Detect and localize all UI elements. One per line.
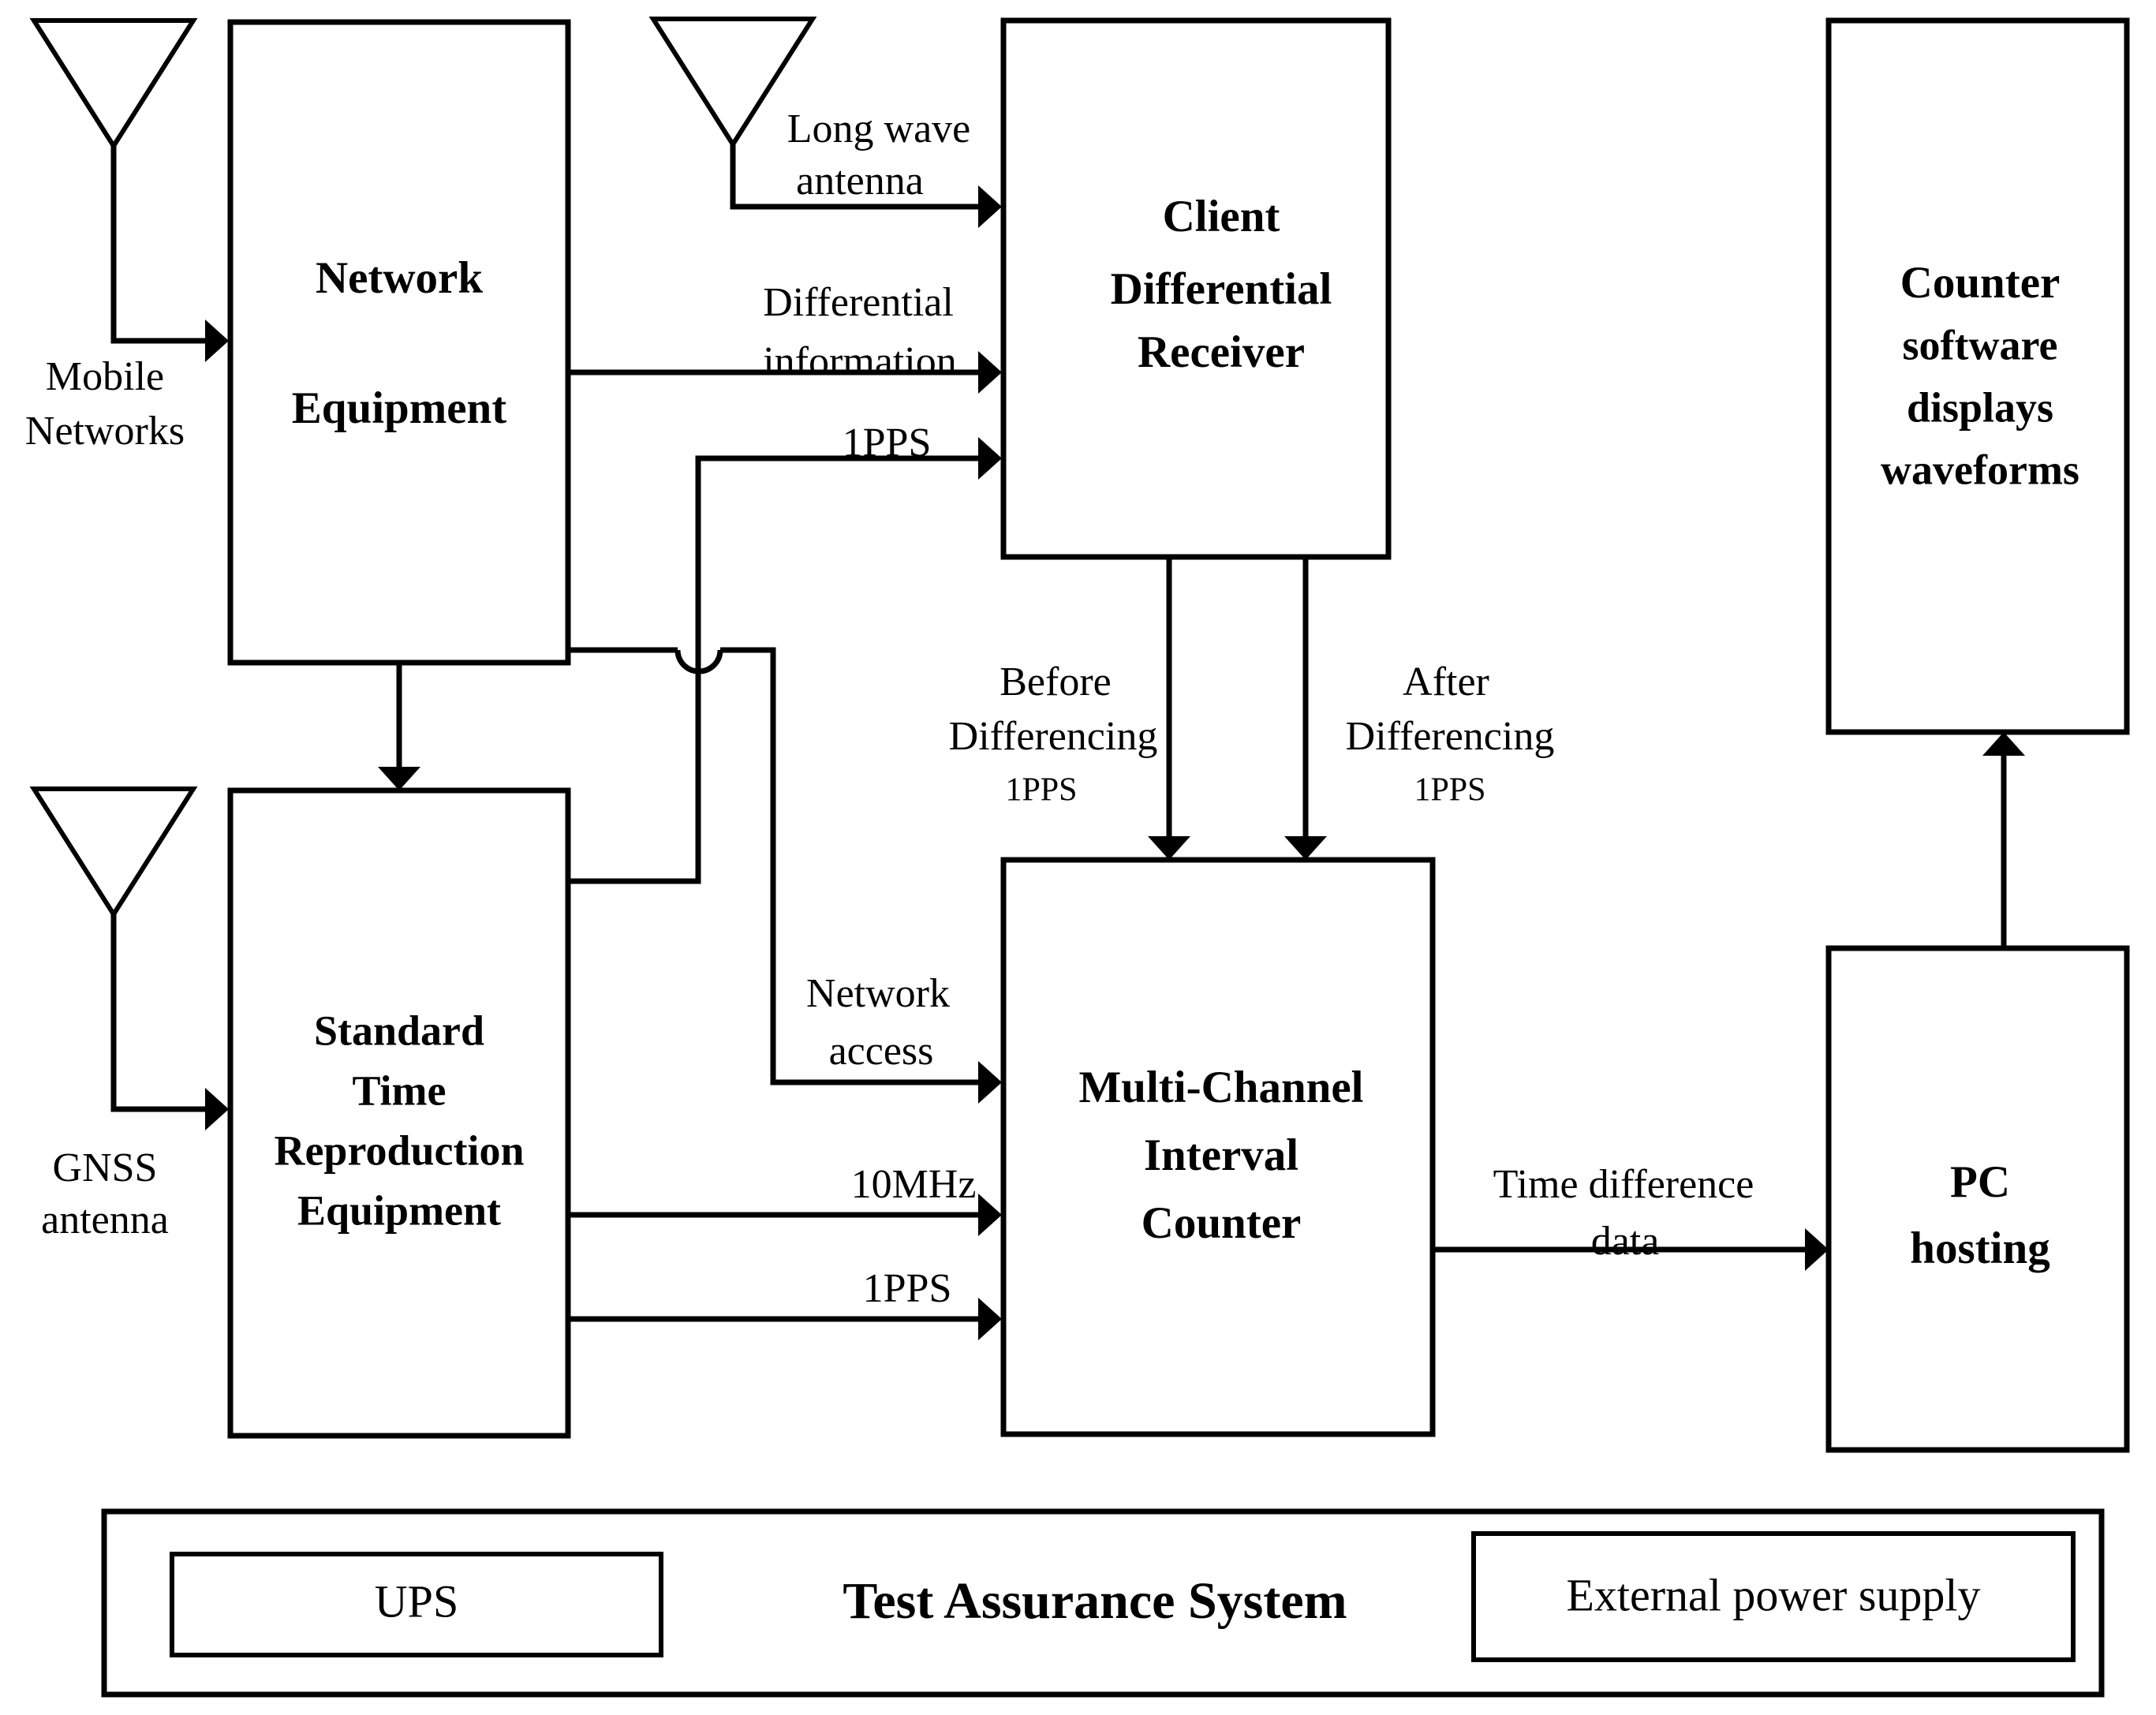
- block-pc-hosting-line2: hosting: [1910, 1224, 2050, 1273]
- block-counter-software-line4: waveforms: [1881, 446, 2079, 493]
- edge-label-network-access-line2: access: [829, 1029, 934, 1074]
- block-standard-time-line2: Time: [353, 1067, 447, 1114]
- gnss-antenna-label-line1: GNSS: [53, 1145, 158, 1190]
- edge-1pps-bottom: [568, 1298, 1002, 1340]
- edge-label-time-difference-data-line2: data: [1591, 1219, 1660, 1264]
- block-network-equipment-line1: Network: [316, 253, 483, 303]
- block-client-differential-receiver-line1: Client: [1163, 192, 1280, 241]
- block-multi-channel-counter-line1: Multi-Channel: [1078, 1063, 1363, 1112]
- block-counter-software-line2: software: [1903, 321, 2058, 368]
- gnss-antenna-label-line2: antenna: [41, 1198, 169, 1242]
- edge-label-before-differencing-line3: 1PPS: [1005, 772, 1077, 809]
- block-client-differential-receiver[interactable]: [1000, 17, 1392, 560]
- block-standard-time-line4: Equipment: [297, 1186, 501, 1234]
- block-standard-time-line1: Standard: [314, 1007, 484, 1054]
- edge-label-10mhz: 10MHz: [851, 1162, 977, 1207]
- edge-10mhz: [568, 1194, 1002, 1236]
- edge-label-differential-information-line2: information: [763, 339, 957, 384]
- long-wave-antenna-label-line1: Long wave: [787, 106, 970, 151]
- block-pc-hosting[interactable]: [1825, 945, 2130, 1453]
- ups-label: UPS: [375, 1575, 458, 1627]
- block-client-differential-receiver-line2: Differential: [1111, 264, 1332, 314]
- edge-label-after-differencing-line3: 1PPS: [1414, 772, 1485, 809]
- edge-before-differencing: [1148, 557, 1190, 860]
- block-network-equipment[interactable]: [227, 19, 571, 666]
- long-wave-antenna-icon: [648, 17, 1002, 228]
- edge-label-network-access-line1: Network: [806, 971, 950, 1016]
- ups-box[interactable]: [170, 1552, 663, 1657]
- block-counter-software-line1: Counter: [1900, 258, 2061, 308]
- edge-label-time-difference-data-line1: Time difference: [1493, 1162, 1754, 1207]
- test-assurance-system-frame: [101, 1508, 2105, 1698]
- edge-label-after-differencing-line2: Differencing: [1346, 714, 1555, 759]
- external-power-supply-label: External power supply: [1566, 1569, 1980, 1620]
- edge-label-before-differencing-line2: Differencing: [949, 714, 1158, 759]
- edge-label-1pps-bottom: 1PPS: [863, 1266, 952, 1311]
- gnss-antenna-icon: [29, 787, 229, 1130]
- edge-differential-information: [570, 351, 1002, 394]
- block-counter-software[interactable]: [1825, 17, 2130, 735]
- edge-label-1pps-top: 1PPS: [843, 420, 932, 465]
- edge-label-differential-information-line1: Differential: [763, 280, 954, 325]
- block-client-differential-receiver-line3: Receiver: [1138, 327, 1305, 377]
- edge-1pps-to-receiver: [568, 437, 1002, 884]
- block-multi-channel-counter[interactable]: [1000, 857, 1436, 1437]
- edge-network-access: [570, 647, 1002, 1104]
- edge-after-differencing: [1284, 557, 1327, 860]
- edge-pc-to-counter-software: [1982, 732, 2025, 948]
- long-wave-antenna-label-line2: antenna: [796, 159, 924, 204]
- block-pc-hosting-line1: PC: [1950, 1157, 2010, 1207]
- block-network-equipment-line2: Equipment: [292, 383, 506, 433]
- block-multi-channel-counter-line2: Interval: [1144, 1130, 1298, 1180]
- external-power-supply-box[interactable]: [1471, 1531, 2076, 1662]
- mobile-antenna-label-line2: Networks: [25, 409, 185, 454]
- block-multi-channel-counter-line3: Counter: [1142, 1198, 1302, 1248]
- edge-label-before-differencing-line1: Before: [1000, 659, 1111, 704]
- edge-time-difference-data: [1433, 1228, 1829, 1271]
- edge-label-after-differencing-line1: After: [1403, 659, 1489, 704]
- mobile-antenna-label-line1: Mobile: [46, 354, 164, 399]
- mobile-antenna-icon: [29, 18, 229, 362]
- edge-network-to-standard-time: [378, 663, 420, 790]
- block-standard-time-line3: Reproduction: [274, 1127, 524, 1174]
- test-assurance-system-title: Test Assurance System: [843, 1572, 1347, 1630]
- block-counter-software-line3: displays: [1907, 383, 2053, 431]
